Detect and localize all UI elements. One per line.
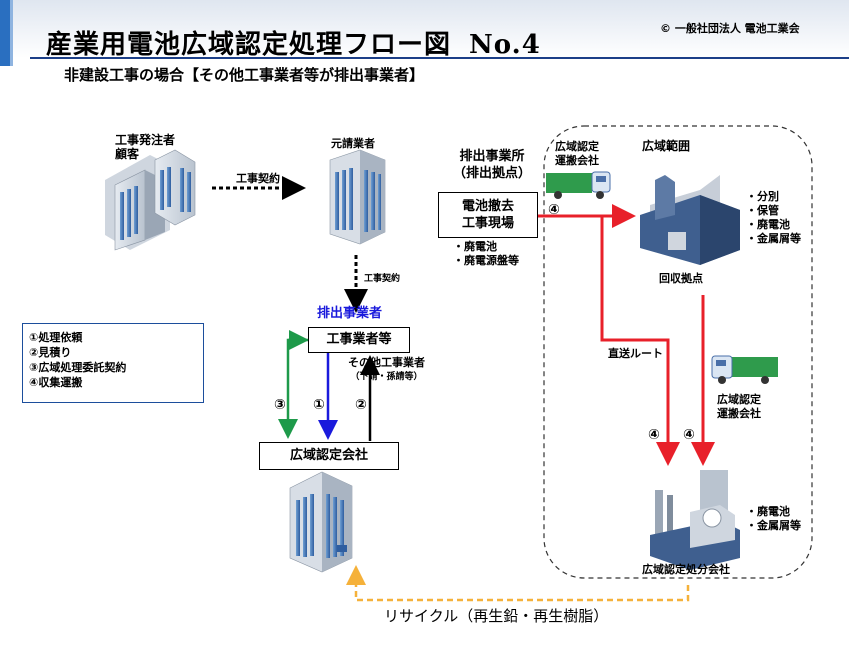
flow-arrow-3 [278,338,308,439]
certified-company-box: 広域認定会社 [259,442,399,470]
copyright: © 一般社団法人 電池工業会 [660,22,800,35]
legend-item: ④収集運搬 [29,376,83,389]
area-boundary [543,125,813,579]
customer-label-line-1: 工事発注者 [115,133,176,147]
area-label: 広域範囲 [642,139,691,153]
page-subtitle: 非建設工事の場合【その他工事業者等が排出事業者】 [64,66,425,84]
customer-label: 工事発注者 顧客 [115,133,175,161]
discharge-site-box: 電池撤去 工事現場 [438,192,538,238]
discharge-site-label: 排出事業所 （排出拠点） [453,148,531,182]
discharge-site-box-line-2: 工事現場 [461,216,514,231]
disposal-plant-icon [650,470,740,570]
recycle-label: リサイクル（再生鉛・再生樹脂） [384,607,609,625]
prime-contractor-building-icon [329,149,386,245]
flow-number-4b: ④ [648,427,660,443]
disposal-label: 広域認定処分会社 [642,563,730,576]
flow-number-4a: ④ [548,202,560,218]
direct-route-arrow [600,216,680,466]
legend-item: ③広域処理委託契約 [29,361,127,374]
transport-label-right-line-1: 広域認定 [717,393,761,406]
flow-number-1: ① [313,397,325,413]
discharge-item: ・廃電池 [453,240,497,253]
title-number: No.4 [469,30,541,60]
transport-truck-icon-2 [711,355,778,384]
discharge-site-label-line-1: 排出事業所 [459,149,525,164]
collection-item: ・廃電池 [746,218,790,231]
prime-contractor-label: 元請業者 [331,137,375,150]
collection-item: ・分別 [746,190,779,203]
discharge-item: ・廃電源盤等 [453,254,519,267]
contractor-box: 工事業者等 [308,327,410,353]
flow-number-3: ③ [274,397,286,413]
legend-item: ①処理依頼 [29,331,83,344]
legend: ①処理依頼 ②見積り ③広域処理委託契約 ④収集運搬 [22,323,204,403]
discharge-items: ・廃電池 ・廃電源盤等 [453,240,519,268]
disposal-item: ・金属屑等 [746,519,801,532]
customer-label-line-2: 顧客 [115,147,140,161]
direct-route-label: 直送ルート [608,347,663,360]
disposal-items: ・廃電池 ・金属屑等 [746,505,801,533]
contract-label-1: 工事契約 [236,172,280,185]
collection-item: ・金属屑等 [746,232,801,245]
contract-label-2: 工事契約 [364,274,401,284]
contractor-note-line-1: その他工事業者 [348,356,425,369]
flow-number-4c: ④ [683,427,695,443]
discharge-site-box-line-1: 電池撤去 [461,199,514,214]
emitter-label: 排出事業者 [317,306,383,321]
header-bar [0,0,849,66]
transport-label-top-line-1: 広域認定 [555,140,599,153]
transport-label-right: 広域認定 運搬会社 [717,393,761,421]
certified-company-building-icon [289,471,353,573]
contractor-note: その他工事業者 （下請・孫請等） [348,356,425,384]
collection-items: ・分別 ・保管 ・廃電池 ・金属屑等 [746,190,801,246]
transport-label-top: 広域認定 運搬会社 [555,140,599,168]
transport-truck-icon [546,171,611,199]
disposal-item: ・廃電池 [746,505,790,518]
contractor-note-line-2: （下請・孫請等） [350,372,423,382]
customer-building-icon [105,149,196,251]
transport-label-right-line-2: 運搬会社 [717,407,761,420]
collection-factory-icon [640,175,740,265]
discharge-site-label-line-2: （排出拠点） [453,166,532,181]
collection-item: ・保管 [746,204,779,217]
transport-label-top-line-2: 運搬会社 [555,154,599,167]
flow-number-2: ② [355,397,367,413]
page-title: 産業用電池広域認定処理フロー図 No.4 [46,24,541,61]
title-text: 産業用電池広域認定処理フロー図 [46,30,452,60]
legend-item: ②見積り [29,346,72,359]
recycle-arrow [346,565,690,602]
collection-label: 回収拠点 [659,272,703,285]
